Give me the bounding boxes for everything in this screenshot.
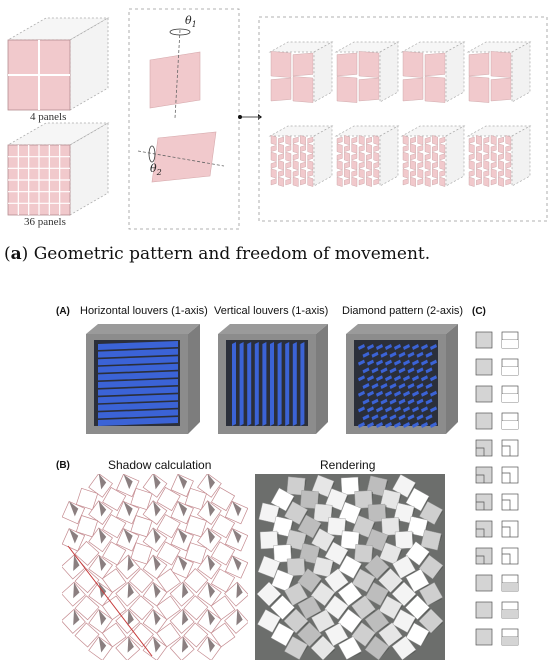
config-box <box>268 125 334 187</box>
panel-icon-left <box>475 331 493 349</box>
rotation-diagram <box>128 8 240 230</box>
label-36-panels: 36 panels <box>24 216 66 228</box>
panel-icon-left <box>475 358 493 376</box>
theta1-label: θ1 <box>185 14 197 30</box>
panel-icon-left <box>475 574 493 592</box>
panel-icon-right <box>501 601 519 619</box>
cube-horizontal-louvers <box>86 324 200 434</box>
panel-icon-right <box>501 547 519 565</box>
configurations-grid <box>258 16 548 222</box>
panel-state-icons <box>475 331 519 646</box>
title-shadow-calculation: Shadow calculation <box>108 458 212 472</box>
panel-icon-right <box>501 358 519 376</box>
label-C: (C) <box>472 306 486 317</box>
panel-icon-right <box>501 466 519 484</box>
panel-icon-left <box>475 439 493 457</box>
panel-icon-left <box>475 385 493 403</box>
panel-icon-right <box>501 439 519 457</box>
panel-icon-right <box>501 412 519 430</box>
panel-icon-left <box>475 628 493 646</box>
panel-icon-right <box>501 493 519 511</box>
config-box <box>334 41 400 103</box>
rendering-image <box>255 474 445 660</box>
panel-icon-left <box>475 601 493 619</box>
title-vertical-louvers: Vertical louvers (1-axis) <box>214 305 329 317</box>
config-box <box>268 41 334 103</box>
label-4-panels: 4 panels <box>30 111 67 123</box>
panel-icon-left <box>475 466 493 484</box>
config-box <box>466 125 532 187</box>
panel-icon-left <box>475 412 493 430</box>
title-rendering: Rendering <box>320 458 376 472</box>
box-4-panels <box>6 17 110 111</box>
cube-vertical-louvers <box>218 324 328 434</box>
panel-icon-right <box>501 331 519 349</box>
label-A: (A) <box>56 306 70 317</box>
panel-icon-right <box>501 385 519 403</box>
panel-icon-left <box>475 547 493 565</box>
shadow-calculation-drawing <box>62 474 248 660</box>
config-box <box>334 125 400 187</box>
title-diamond-pattern: Diamond pattern (2-axis) <box>342 305 464 317</box>
config-box <box>400 41 466 103</box>
panel-icon-left <box>475 520 493 538</box>
panel-icon-right <box>501 628 519 646</box>
cube-diamond-pattern <box>346 324 458 434</box>
panel-icon-right <box>501 520 519 538</box>
box-36-panels <box>6 122 110 216</box>
theta2-label: θ2 <box>150 162 162 178</box>
title-horizontal-louvers: Horizontal louvers (1-axis) <box>80 305 208 317</box>
config-box <box>400 125 466 187</box>
caption-a: (a) Geometric pattern and freedom of mov… <box>4 244 431 264</box>
panel-boxes-left <box>6 17 110 216</box>
panel-icon-right <box>501 574 519 592</box>
panel-icon-left <box>475 493 493 511</box>
label-B: (B) <box>56 460 70 471</box>
config-box <box>466 41 532 103</box>
